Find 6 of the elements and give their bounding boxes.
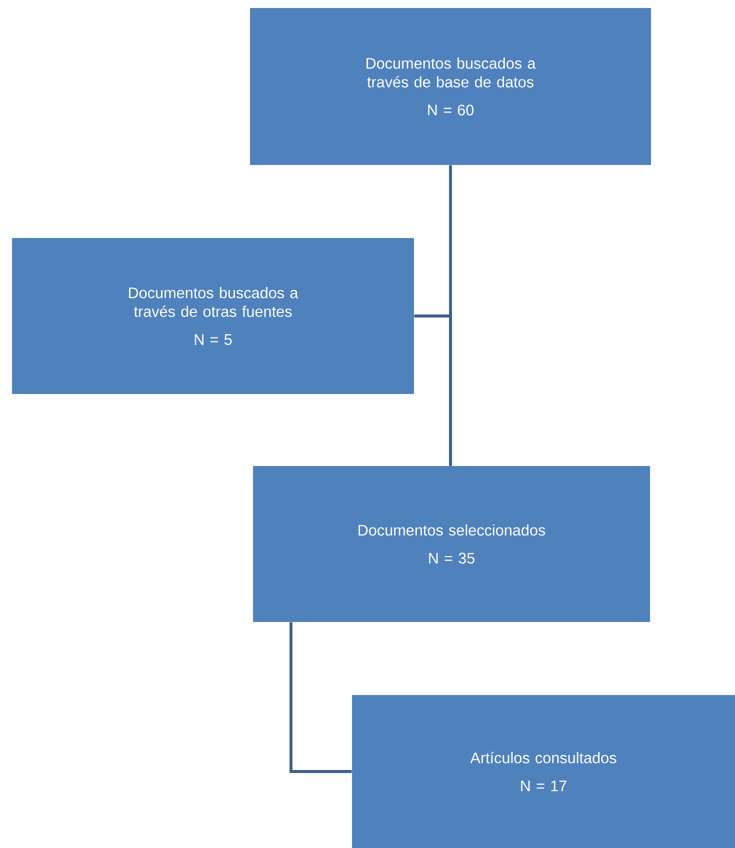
connector-line — [414, 314, 452, 466]
process-box: Artículos consultados N = 17 — [352, 695, 735, 848]
process-box: Documentos seleccionados N = 35 — [253, 466, 650, 622]
process-box: Documentos buscados a través de otras fuentes N = 5 — [12, 238, 414, 394]
process-box: Documentos buscados a través de base de datos N = 60 — [250, 8, 651, 165]
connector-line — [290, 622, 352, 773]
